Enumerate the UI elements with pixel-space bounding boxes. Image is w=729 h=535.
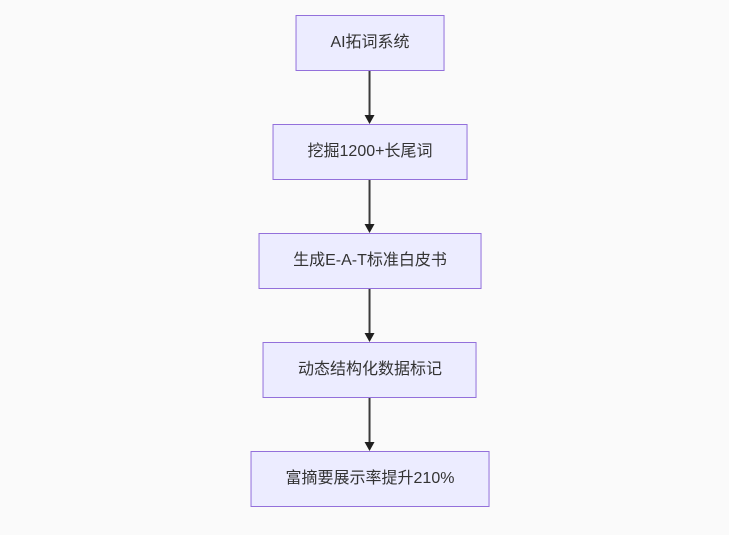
arrow-line xyxy=(369,289,371,333)
flow-node: AI拓词系统 xyxy=(295,15,445,71)
flow-arrow xyxy=(365,289,375,342)
arrow-head-icon xyxy=(365,333,375,342)
flow-node-label: 挖掘1200+长尾词 xyxy=(307,143,433,160)
arrow-head-icon xyxy=(365,442,375,451)
flow-arrow xyxy=(365,71,375,124)
arrow-line xyxy=(369,398,371,442)
flow-arrow xyxy=(365,180,375,233)
flow-node-label: 动态结构化数据标记 xyxy=(297,361,442,378)
flow-node: 动态结构化数据标记 xyxy=(262,342,477,398)
flow-node: 挖掘1200+长尾词 xyxy=(272,124,468,180)
arrow-line xyxy=(369,180,371,224)
flow-node: 富摘要展示率提升210% xyxy=(250,451,490,507)
flow-node-label: 富摘要展示率提升210% xyxy=(285,470,455,487)
flow-node-label: AI拓词系统 xyxy=(330,34,410,51)
arrow-head-icon xyxy=(365,115,375,124)
arrow-head-icon xyxy=(365,224,375,233)
flow-node: 生成E-A-T标准白皮书 xyxy=(258,233,482,289)
arrow-line xyxy=(369,71,371,115)
flowchart: AI拓词系统 挖掘1200+长尾词 生成E-A-T标准白皮书 动态结构化数据标记 xyxy=(250,15,490,507)
flow-arrow xyxy=(365,398,375,451)
flow-node-label: 生成E-A-T标准白皮书 xyxy=(293,252,447,269)
